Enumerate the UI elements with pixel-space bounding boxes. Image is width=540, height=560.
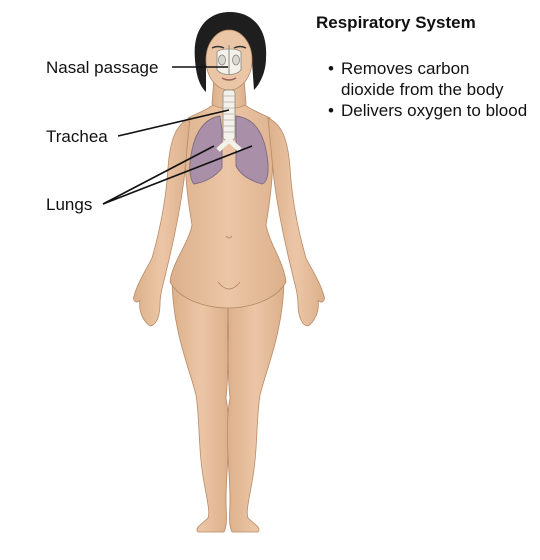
trachea-structure bbox=[216, 89, 242, 152]
body-details bbox=[217, 235, 241, 290]
lungs-leader-right bbox=[102, 145, 253, 205]
eyebrows bbox=[211, 45, 247, 49]
hair bbox=[194, 12, 267, 92]
function-item: • Removes carbon dioxide from the body bbox=[328, 58, 528, 100]
function-item: • Delivers oxygen to blood bbox=[328, 100, 528, 121]
function-item-text: Delivers oxygen to blood bbox=[341, 101, 528, 120]
right-leg bbox=[226, 277, 285, 533]
left-arm bbox=[133, 117, 191, 327]
lungs-leader-left bbox=[102, 145, 215, 205]
nasal-passage-structure bbox=[216, 45, 242, 75]
left-leg bbox=[171, 277, 230, 533]
function-list: • Removes carbon dioxide from the body •… bbox=[328, 58, 528, 121]
panel-title: Respiratory System bbox=[316, 13, 476, 32]
human-body bbox=[133, 77, 325, 533]
function-item-text: Removes carbon dioxide from the body bbox=[341, 59, 504, 99]
trachea-leader bbox=[117, 109, 230, 137]
bullet-marker: • bbox=[328, 101, 334, 120]
mouth bbox=[221, 77, 237, 81]
right-lung bbox=[235, 115, 269, 185]
label-nasal-passage: Nasal passage bbox=[46, 58, 159, 77]
label-trachea: Trachea bbox=[46, 127, 108, 146]
bullet-marker: • bbox=[328, 59, 334, 78]
right-arm bbox=[267, 117, 325, 327]
leader-lines bbox=[102, 66, 253, 205]
label-lungs: Lungs bbox=[46, 195, 93, 214]
